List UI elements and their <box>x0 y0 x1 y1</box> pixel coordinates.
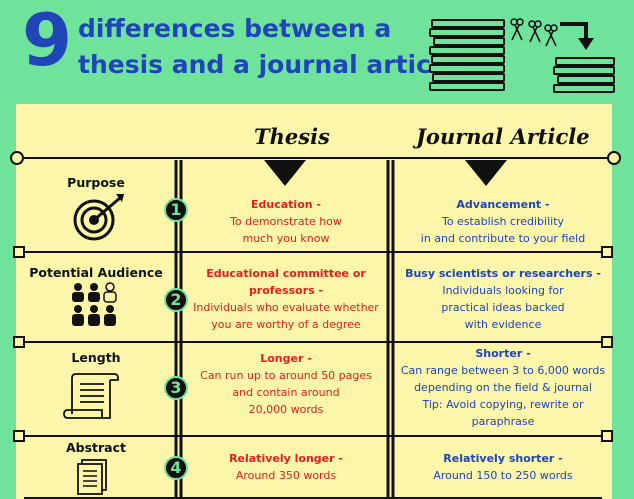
row-label-audience: Potential Audience <box>29 265 163 280</box>
thesis-cell-abstract: Relatively longer - Around 350 words <box>229 452 343 482</box>
row-number-2: 2 <box>164 288 188 312</box>
thesis-cell-length: Longer - Can run up to around 50 pages a… <box>200 352 372 416</box>
journal-pointer-icon <box>465 160 507 186</box>
journal-cell-length: Shorter - Can range between 3 to 6,000 w… <box>400 347 606 428</box>
row-label-abstract: Abstract <box>65 440 127 455</box>
paper-stack-icon <box>429 18 615 93</box>
target-icon <box>73 194 124 241</box>
row-number-1: 1 <box>164 198 188 222</box>
thesis-cell-audience: Educational committee or professors - In… <box>193 267 379 331</box>
arrow-down-icon <box>560 22 594 50</box>
column-header-thesis: Thesis <box>254 124 330 149</box>
audience-icon <box>72 282 117 326</box>
scissors-icon <box>510 18 558 47</box>
scroll-icon <box>63 373 119 419</box>
thesis-pointer-icon <box>264 160 306 186</box>
row-number-4: 4 <box>164 456 188 480</box>
page-title-line1: differences between a <box>78 14 392 43</box>
row-number-3: 3 <box>164 376 188 400</box>
thesis-cell-purpose: Education - To demonstrate how much you … <box>230 198 342 245</box>
document-icon <box>77 459 107 495</box>
journal-cell-abstract: Relatively shorter - Around 150 to 250 w… <box>433 452 573 482</box>
column-header-journal: Journal Article <box>416 124 590 149</box>
row-label-length: Length <box>71 350 121 365</box>
row-label-purpose: Purpose <box>67 175 125 190</box>
number-nine: 9 <box>22 0 73 82</box>
journal-cell-audience: Busy scientists or researchers - Individ… <box>405 267 601 331</box>
journal-cell-purpose: Advancement - To establish credibility i… <box>420 198 586 245</box>
page-title-line2: thesis and a journal article <box>78 50 457 79</box>
